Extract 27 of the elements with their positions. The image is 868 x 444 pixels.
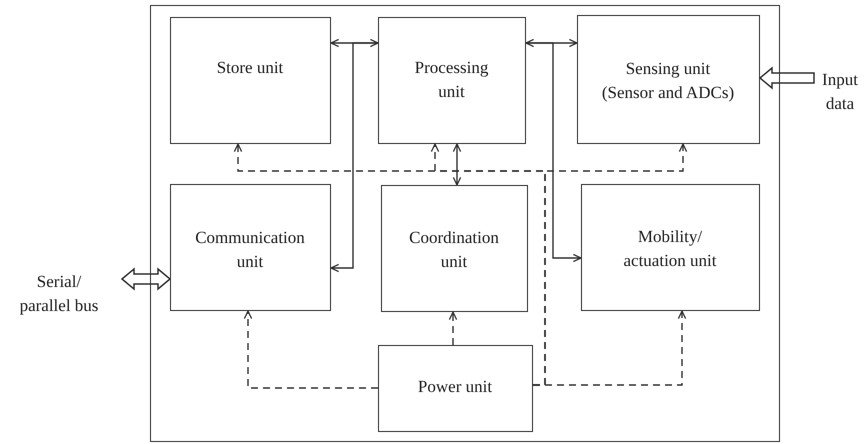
- arrow: [330, 38, 379, 48]
- unit-box: [580, 184, 760, 310]
- unit-label: Coordination unit: [408, 226, 500, 272]
- dashed-arrow: [244, 310, 378, 389]
- block-arrow: [120, 267, 172, 291]
- dashed-arrow: [448, 311, 458, 345]
- unit-label: Store unit: [216, 56, 284, 78]
- unit-label: Power unit: [418, 376, 492, 398]
- unit-box: [380, 184, 528, 312]
- unit-label: Serial/ parallel bus: [18, 271, 100, 317]
- arrow: [452, 143, 462, 186]
- unit-box: [378, 16, 526, 144]
- unit-label: Input data: [821, 69, 859, 115]
- arrow: [525, 38, 578, 48]
- frame-box: [150, 5, 780, 442]
- unit-box: [576, 14, 760, 144]
- unit-label: Sensing unit (Sensor and ADCs): [600, 58, 736, 104]
- arrow: [330, 42, 378, 272]
- unit-label: Processing unit: [414, 56, 490, 102]
- unit-box: [170, 184, 330, 310]
- dashed-arrow: [533, 310, 686, 386]
- block-arrow: [758, 66, 815, 90]
- unit-box: [378, 344, 532, 432]
- arrow: [526, 42, 582, 262]
- unit-box: [170, 16, 330, 144]
- unit-label: Communication unit: [194, 226, 306, 272]
- unit-label: Mobility/ actuation unit: [622, 226, 718, 272]
